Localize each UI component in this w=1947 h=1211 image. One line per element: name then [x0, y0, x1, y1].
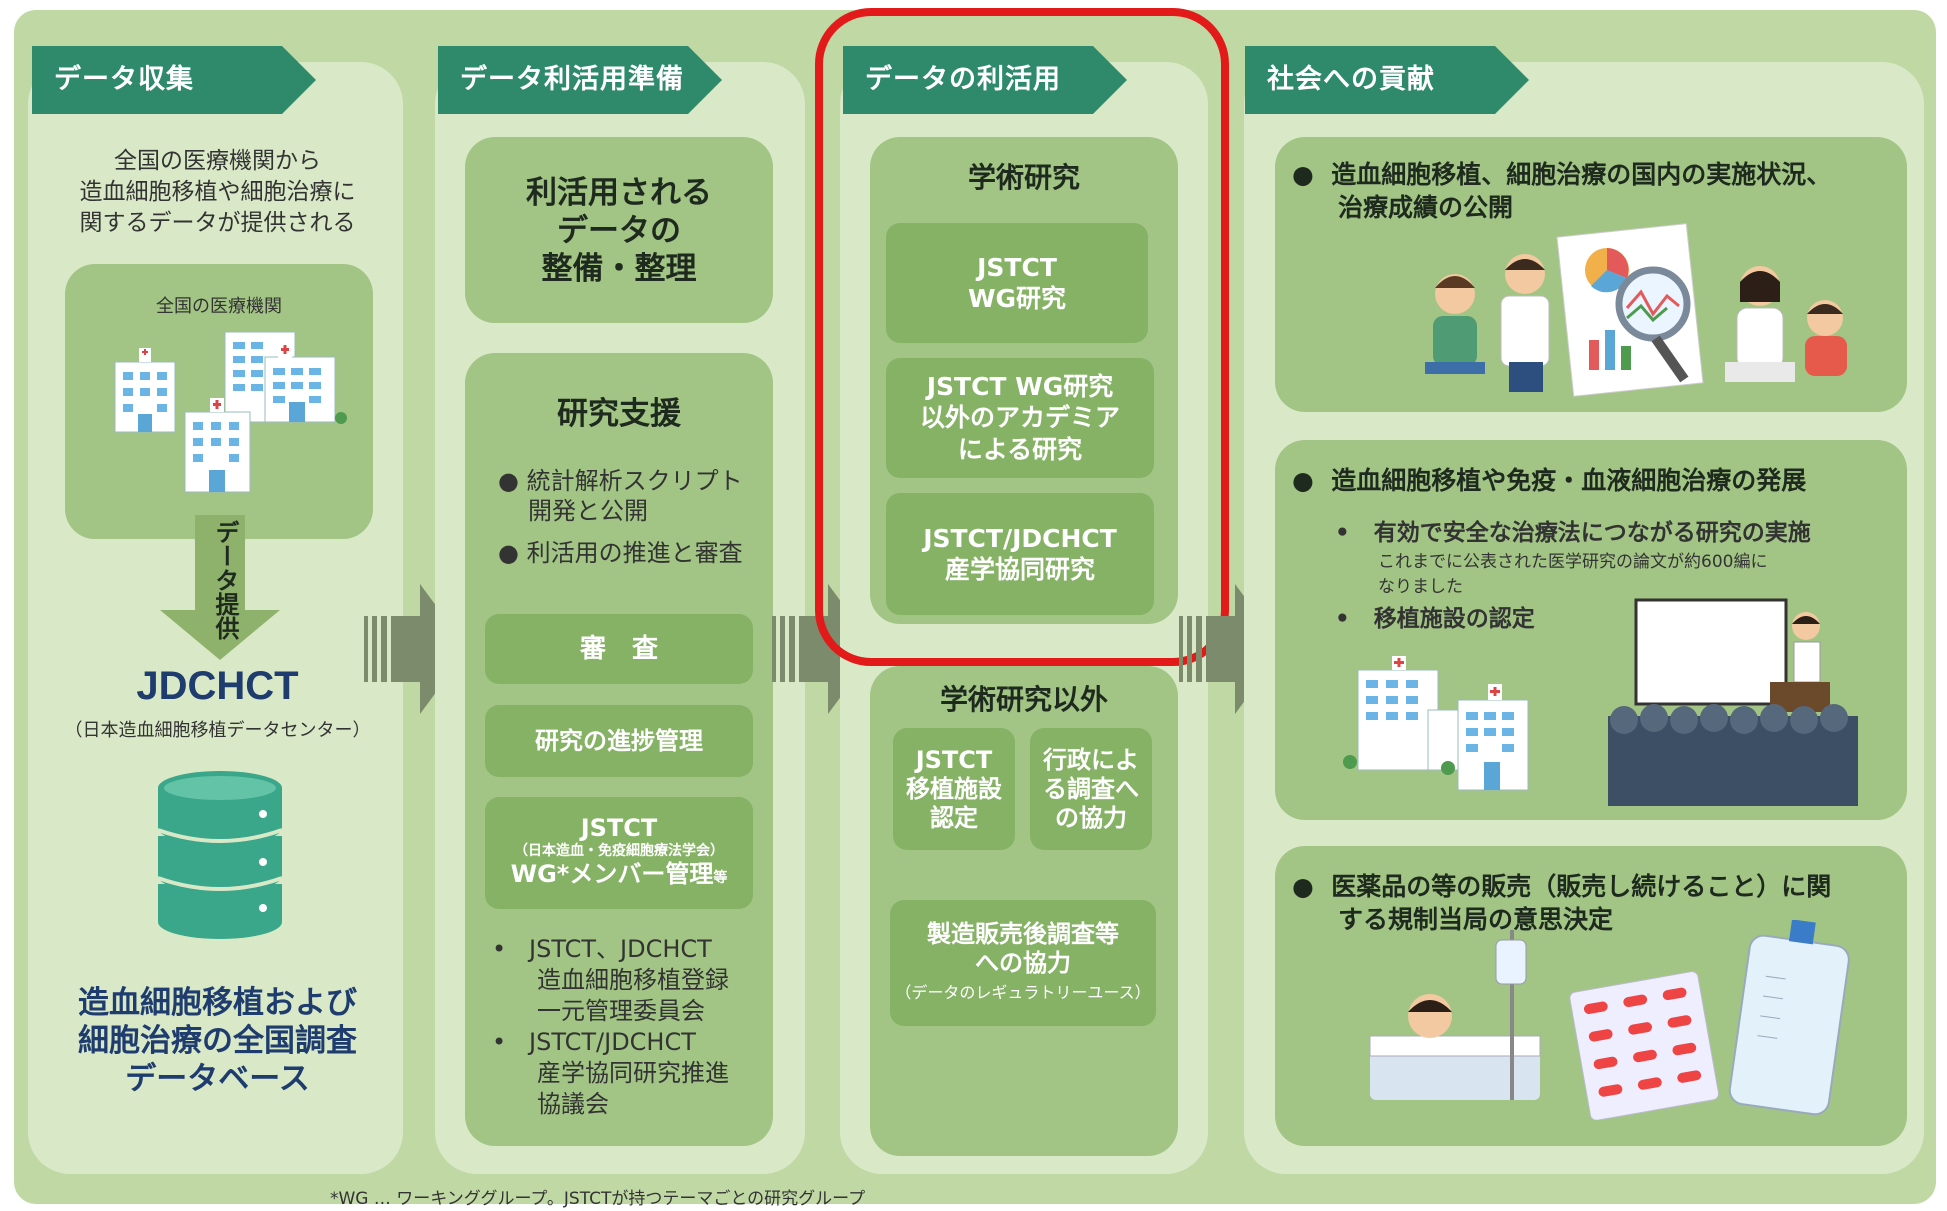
- jstct-title: JSTCT: [580, 814, 658, 842]
- lecture-illustration: [1608, 598, 1858, 806]
- data-provision-arrow-icon: [160, 515, 280, 660]
- footnote: *WG … ワーキンググループ。JSTCTが持つテーマごとの研究グループ: [330, 1189, 866, 1209]
- patient-icon: [1425, 274, 1485, 374]
- jdchct-name: JDCHCT: [136, 664, 299, 708]
- progress-management-box: 研究の進捗管理: [485, 705, 753, 777]
- data-provision-label: データ提供: [211, 520, 239, 640]
- banner-social-contribution: 社会への貢献: [1245, 46, 1529, 114]
- jdchct-subtitle: （日本造血細胞移植データセンター）: [64, 720, 371, 741]
- facility-certification: • 移植施設の認定: [1335, 606, 1535, 632]
- jstct-subtitle: （日本造血・免疫細胞療法学会）: [514, 843, 724, 859]
- report-icon: [1556, 223, 1704, 397]
- highlight-frame: [815, 8, 1229, 666]
- banner-data-utilization: データの利活用: [843, 46, 1127, 114]
- support-items: ● 統計解析スクリプト 開発と公開 ● 利活用の推進と審査: [498, 466, 768, 568]
- banner-data-preparation: データ利活用準備: [438, 46, 722, 114]
- doctor-consultation-illustration: [1425, 223, 1847, 397]
- support-item-1b: 開発と公開: [528, 497, 648, 525]
- papers-note: これまでに公表された医学研究の論文が約600編に なりました: [1378, 552, 1768, 597]
- hospital-small-bottom-icon: [184, 398, 251, 493]
- review-box: 審 査: [485, 614, 753, 684]
- medicine-illustration: [1369, 920, 1850, 1120]
- effective-treatment-research: • 有効で安全な治療法につながる研究の実施: [1335, 520, 1811, 546]
- support-item-1: 統計解析スクリプト: [526, 467, 743, 495]
- wg-member-label: WG*メンバー管理: [510, 860, 714, 888]
- committee-1-line2: 造血細胞移植登録: [537, 966, 729, 994]
- hospital-label: 全国の医療機関: [156, 296, 282, 317]
- wg-member-suffix: 等: [713, 870, 728, 886]
- col1-intro: 全国の医療機関から 造血細胞移植や細胞治療に 関するデータが提供される: [79, 148, 356, 236]
- iv-bag-icon: [1728, 920, 1850, 1116]
- public-results-text: ● 造血細胞移植、細胞治療の国内の実施状況、 治療成績の公開: [1292, 160, 1832, 222]
- research-support-title: 研究支援: [557, 396, 681, 432]
- post-market-survey-box: 製造販売後調査等 への協力 （データのレギュラトリーユース）: [890, 900, 1156, 1026]
- committee-1-line3: 一元管理委員会: [537, 997, 705, 1025]
- data-organize-text: 利活用される データの 整備・整理: [526, 175, 712, 287]
- transplant-facility-cert-box: JSTCT 移植施設 認定: [893, 728, 1015, 850]
- jstct-wg-box: JSTCT （日本造血・免疫細胞療法学会） WG*メンバー管理等: [485, 797, 753, 909]
- jstct-wg-research-box: JSTCT WG研究: [886, 223, 1148, 343]
- committee-2-line3: 協議会: [537, 1090, 609, 1118]
- committee-1-line1: JSTCT、JDCHCT: [529, 935, 712, 963]
- support-item-2: 利活用の推進と審査: [526, 539, 743, 567]
- hospital-illustration: [114, 331, 347, 493]
- database-name: 造血細胞移植および 細胞治療の全国調査 データベース: [78, 985, 357, 1097]
- child-patient-icon: [1805, 300, 1847, 376]
- banner-data-collection: データ収集: [32, 46, 316, 114]
- committee-list: • JSTCT、JDCHCT 造血細胞移植登録 一元管理委員会 • JSTCT/…: [492, 934, 772, 1120]
- data-organize-box: [465, 137, 773, 323]
- hospital-large-icon: [213, 331, 347, 424]
- regulatory-use-note: （データのレギュラトリーユース）: [895, 982, 1151, 1002]
- hospital-certification-illustration: [1343, 656, 1529, 791]
- bed-patient-icon: [1369, 930, 1541, 1100]
- nurse-icon: [1725, 266, 1795, 382]
- doctor-icon: [1500, 254, 1550, 392]
- pill-sheet-icon: [1569, 971, 1720, 1120]
- industry-academia-research-box: JSTCT/JDCHCT 産学協同研究: [886, 493, 1154, 615]
- hospital-small-left-icon: [114, 348, 176, 433]
- database-icon: [157, 771, 283, 939]
- academic-research-title: 学術研究: [967, 161, 1080, 194]
- non-academic-title: 学術研究以外: [939, 683, 1108, 716]
- committee-2-line2: 産学協同研究推進: [537, 1059, 729, 1087]
- academia-research-box: JSTCT WG研究 以外のアカデミア による研究: [886, 358, 1154, 478]
- treatment-development-title: ● 造血細胞移植や免疫・血液細胞治療の発展: [1292, 466, 1807, 495]
- regulatory-decision-text: ● 医薬品の等の販売（販売し続けること）に関 する規制当局の意思決定: [1292, 872, 1832, 934]
- government-survey-box: 行政によ る調査へ の協力: [1030, 728, 1152, 850]
- committee-2-line1: JSTCT/JDCHCT: [529, 1028, 696, 1056]
